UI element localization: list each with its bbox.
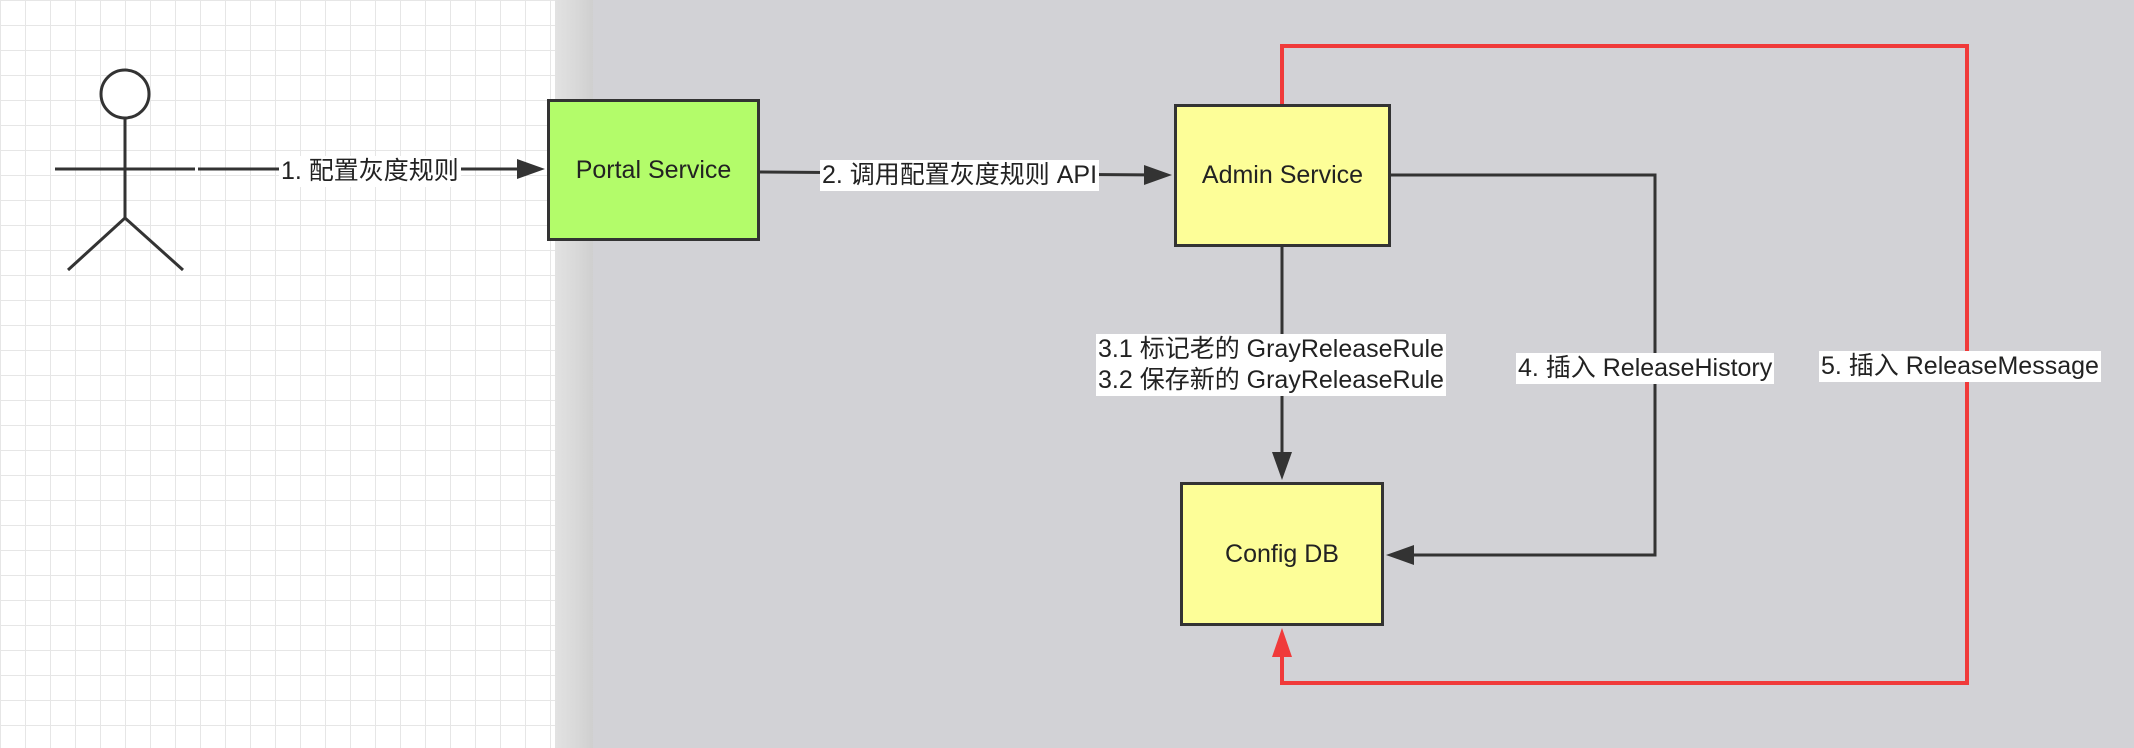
edge-label-3-line1: 3.1 标记老的 GrayReleaseRule <box>1098 335 1444 363</box>
admin-service-node[interactable]: Admin Service <box>1174 104 1391 247</box>
actor-left-leg <box>66 216 127 272</box>
actor-head <box>99 68 151 120</box>
arrowhead-portal <box>517 159 545 179</box>
config-db-node[interactable]: Config DB <box>1180 482 1384 626</box>
portal-service-label: Portal Service <box>575 155 732 184</box>
left-canvas-grid <box>0 0 555 748</box>
arrowhead-db-top <box>1272 452 1292 480</box>
actor-right-leg <box>123 216 185 272</box>
edge-label-4: 4. 插入 ReleaseHistory <box>1516 353 1775 384</box>
config-db-label: Config DB <box>1225 539 1339 568</box>
portal-service-node[interactable]: Portal Service <box>547 99 760 241</box>
edge-label-2: 2. 调用配置灰度规则 API <box>820 160 1100 191</box>
edge-label-3-line2: 3.2 保存新的 GrayReleaseRule <box>1098 366 1444 394</box>
actor-figure[interactable] <box>55 68 195 272</box>
arrowhead-db-right <box>1386 545 1414 565</box>
edge-label-3: 3.1 标记老的 GrayReleaseRule 3.2 保存新的 GrayRe… <box>1096 334 1446 396</box>
edge-label-1: 1. 配置灰度规则 <box>279 156 461 187</box>
edge-label-5: 5. 插入 ReleaseMessage <box>1819 351 2101 382</box>
arrowhead-admin <box>1144 165 1172 185</box>
admin-service-label: Admin Service <box>1201 161 1364 189</box>
arrowhead-db-bottom <box>1272 628 1292 657</box>
